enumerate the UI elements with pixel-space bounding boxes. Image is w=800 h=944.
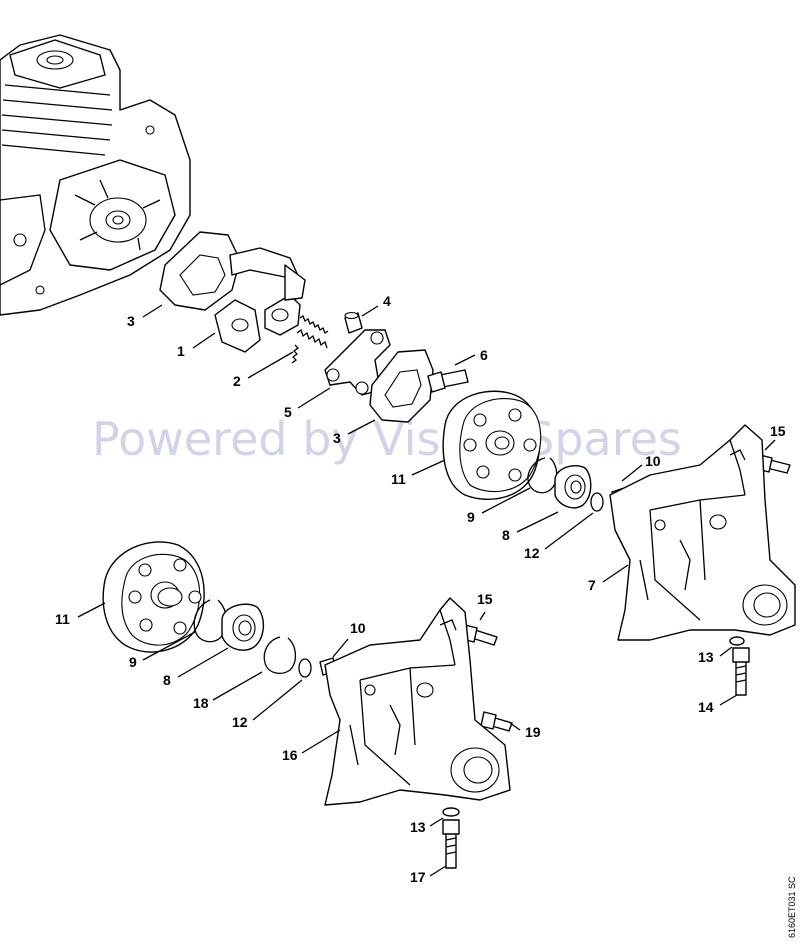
part-11-clutch-drum-lower (102, 541, 205, 653)
part-8-bearing-lower (221, 603, 265, 651)
leader-lines (77, 304, 776, 877)
callout-6: 6 (480, 347, 488, 363)
callout-8-lower: 8 (163, 672, 171, 688)
part-17-bolt (442, 819, 460, 869)
callout-12-upper: 12 (524, 545, 540, 561)
callout-3-upper: 3 (127, 313, 135, 329)
callout-13-upper: 13 (698, 649, 714, 665)
part-5-link-plate (324, 329, 391, 396)
callout-18: 18 (193, 695, 209, 711)
part-2-springs (291, 315, 329, 364)
callout-10-upper: 10 (645, 453, 661, 469)
part-3-washer-upper (159, 231, 241, 311)
callout-11-lower: 11 (55, 611, 70, 627)
callout-11-upper: 11 (391, 471, 406, 487)
callout-16: 16 (282, 747, 298, 763)
callout-1: 1 (177, 343, 185, 359)
callout-3-lower: 3 (333, 430, 341, 446)
part-19-screw (480, 711, 513, 732)
part-13-washer-upper (729, 636, 745, 646)
callouts: 3 1 2 4 6 5 3 11 9 8 12 10 15 7 13 14 11… (55, 293, 786, 885)
part-1-clutch-shoe (214, 247, 306, 353)
part-12-snap-ring-upper (590, 492, 604, 512)
part-6-screw (427, 369, 469, 393)
callout-7: 7 (588, 577, 596, 593)
callout-5: 5 (284, 404, 292, 420)
part-4-bushing (344, 311, 363, 334)
part-13-washer-lower (442, 807, 460, 817)
part-8-bearing-upper (554, 464, 592, 509)
part-7-clutch-housing (609, 424, 796, 641)
callout-10-lower: 10 (350, 620, 366, 636)
drawing-code: 6160ET031 SC (787, 876, 797, 938)
callout-15-upper: 15 (770, 423, 786, 439)
part-18-snap-ring (263, 636, 297, 674)
engine-block (0, 34, 191, 316)
part-12-snap-ring-lower (298, 658, 312, 678)
callout-2: 2 (233, 373, 241, 389)
callout-14: 14 (698, 699, 714, 715)
callout-4: 4 (383, 293, 391, 309)
callout-9-lower: 9 (129, 654, 137, 670)
part-16-clutch-housing (324, 597, 511, 806)
callout-8-upper: 8 (502, 527, 510, 543)
callout-12-lower: 12 (232, 714, 248, 730)
part-11-clutch-drum-upper (442, 390, 542, 501)
callout-13-lower: 13 (410, 819, 426, 835)
callout-9-upper: 9 (467, 509, 475, 525)
part-3-washer-lower (369, 349, 434, 423)
callout-15-lower: 15 (477, 591, 493, 607)
callout-17: 17 (410, 869, 426, 885)
part-14-bolt (732, 647, 750, 696)
callout-19: 19 (525, 724, 541, 740)
